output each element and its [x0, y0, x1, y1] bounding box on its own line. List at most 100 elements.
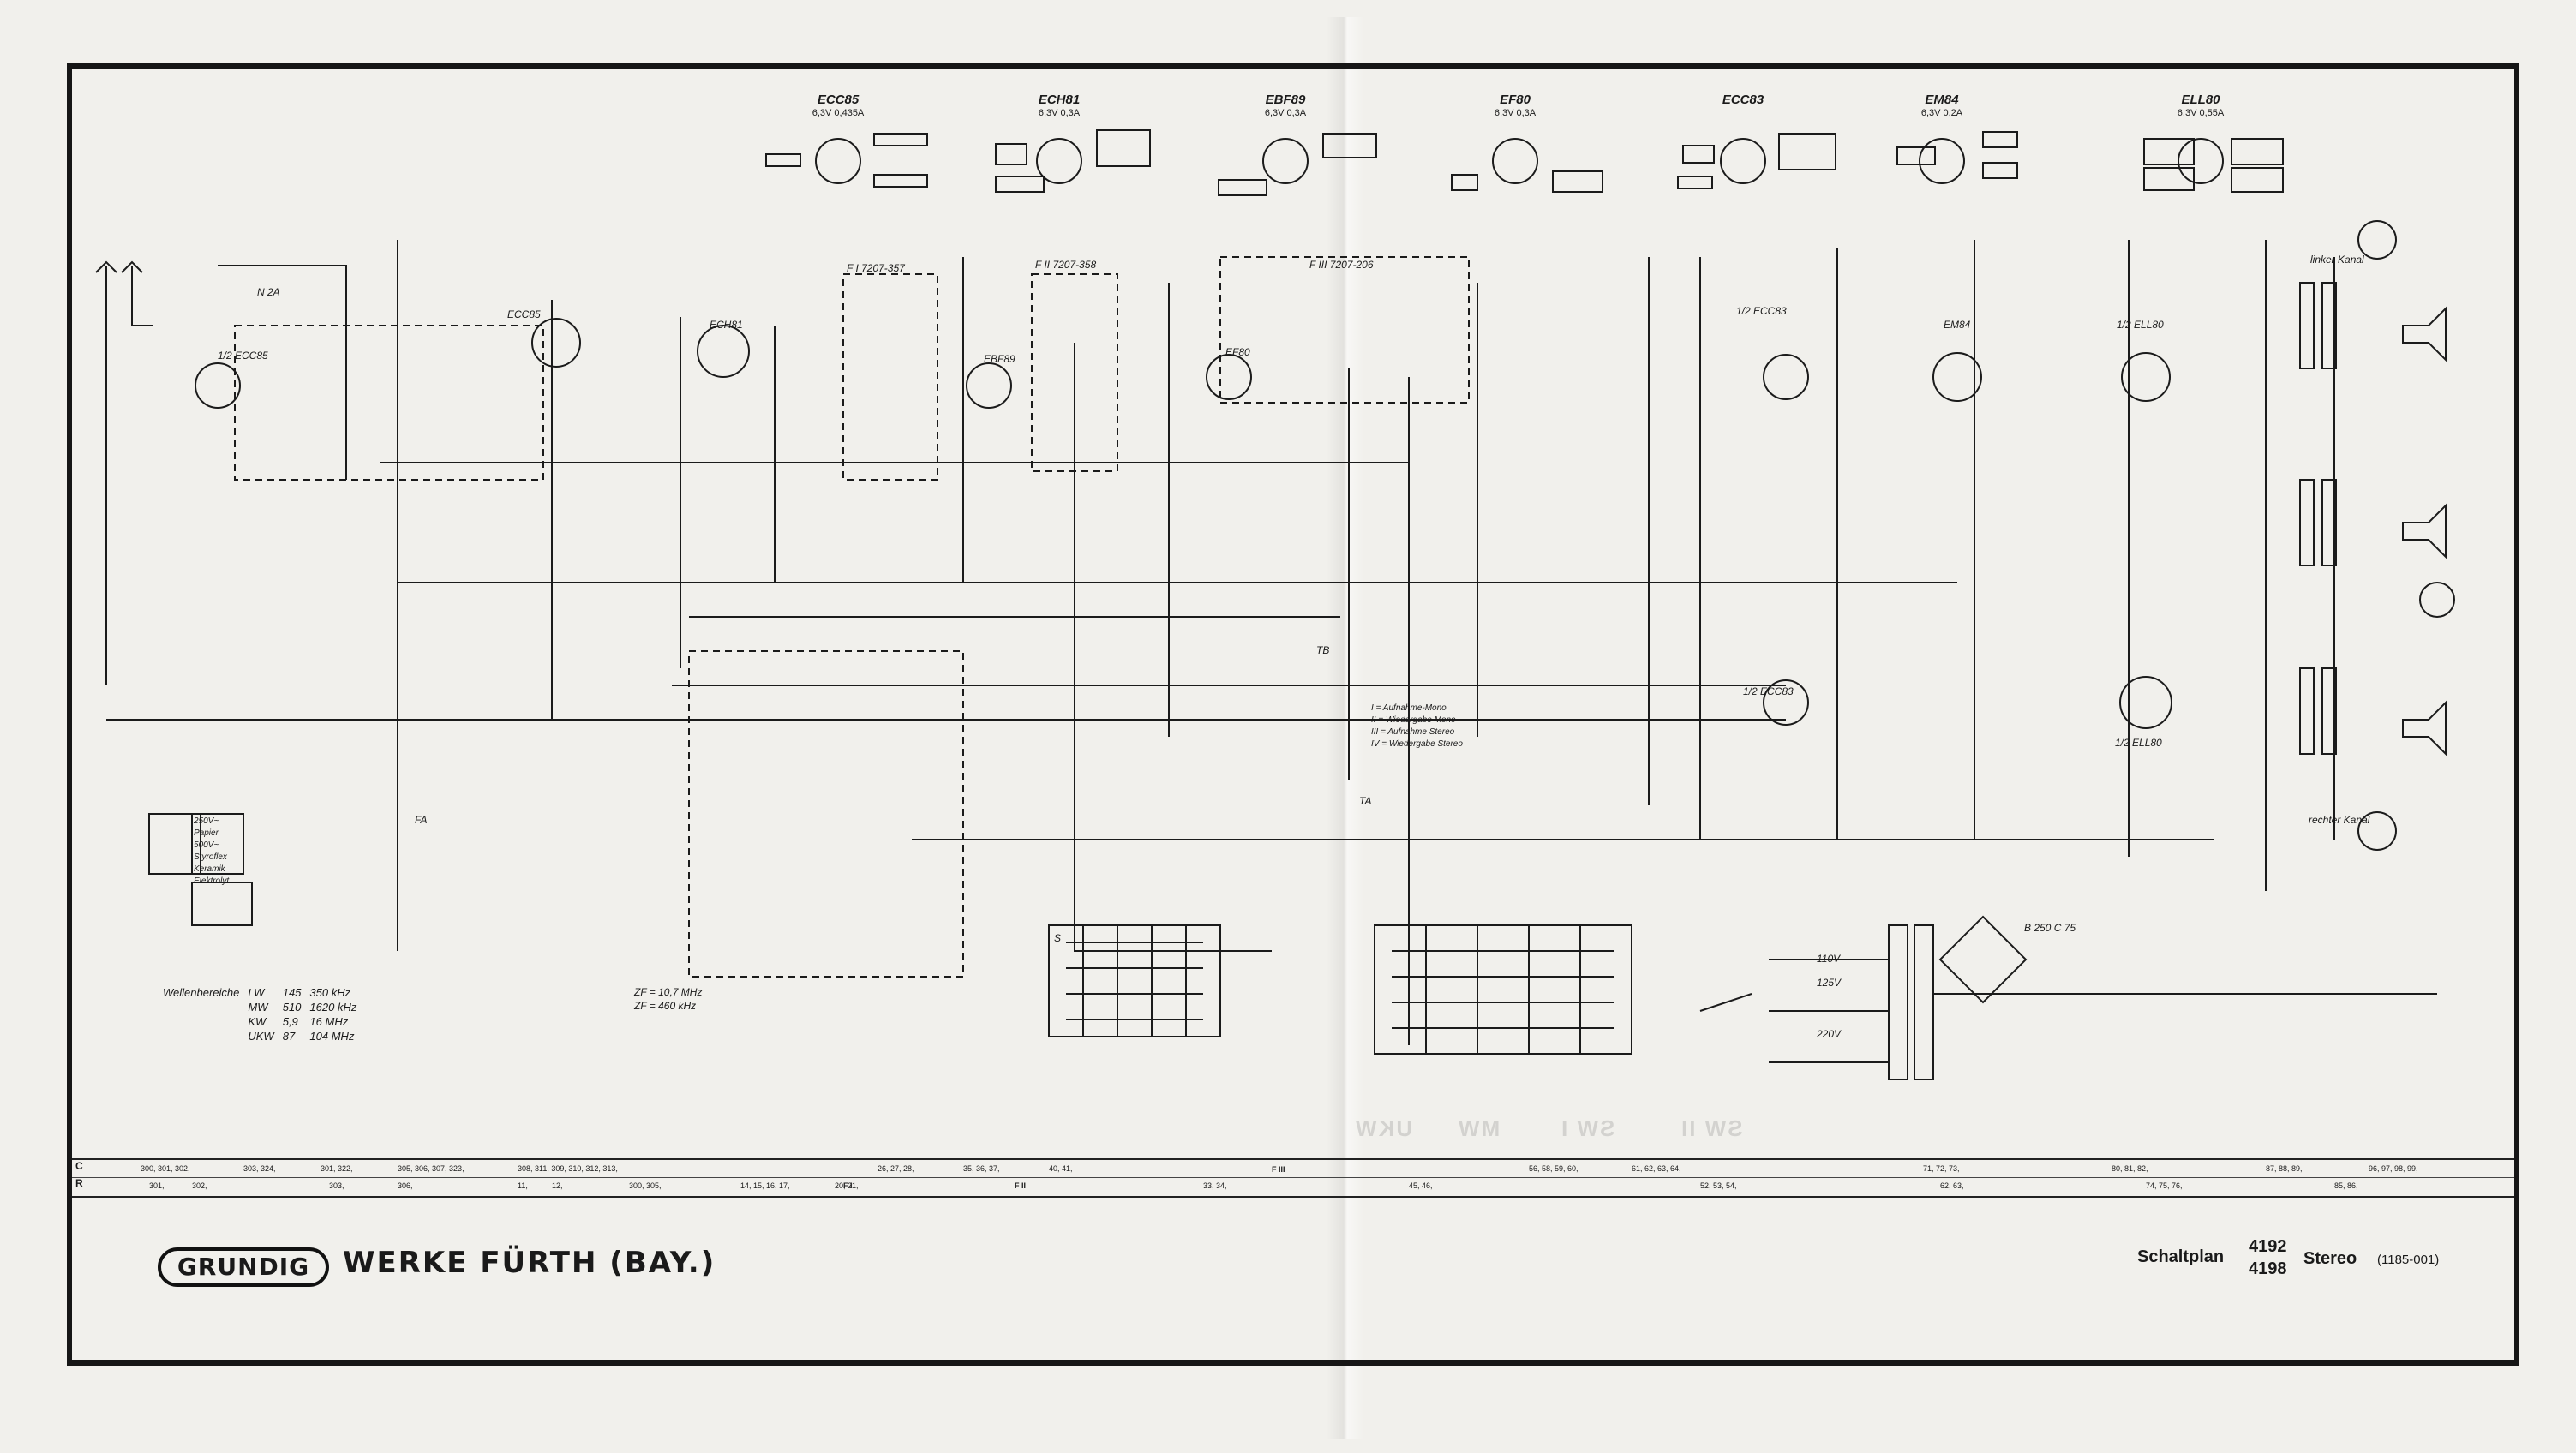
strip-cell: 14, 15, 16, 17,	[740, 1181, 790, 1190]
strip-cell: 302,	[192, 1181, 207, 1190]
band-to: 104 MHz	[309, 1030, 355, 1043]
tube-label: 1/2 ECC83	[1743, 685, 1794, 697]
strip-cell: 45, 46,	[1409, 1181, 1433, 1190]
strip-cell: 20, 21,	[835, 1181, 859, 1190]
tube-label: ECH81	[710, 319, 743, 331]
band-name: MW	[248, 1001, 268, 1014]
channel-label: linker Kanal	[2310, 254, 2364, 266]
strip-cell: 303,	[329, 1181, 344, 1190]
paper-fold	[1327, 17, 1364, 1439]
tube-header-title: EM84	[1925, 93, 1959, 107]
strip-cell: 40, 41,	[1049, 1164, 1073, 1173]
mains-label: 220V	[1817, 1028, 1842, 1040]
strip-cell: 300, 305,	[629, 1181, 662, 1190]
if-frequency: ZF = 10,7 MHz	[634, 986, 703, 998]
tube-header-title: ECH81	[1038, 93, 1081, 107]
strip-cell: 301,	[149, 1181, 165, 1190]
legend-item: Keramik	[194, 864, 225, 874]
strip-cell: 308, 311, 309, 310, 312, 313,	[518, 1164, 618, 1173]
filter-label: F II 7207-358	[1035, 259, 1097, 271]
plan-label: Schaltplan	[2137, 1247, 2225, 1266]
band-from: 5,9	[282, 1015, 298, 1028]
tube-header-title: EF80	[1500, 93, 1531, 107]
strip-row-r: R 301, 302, 303, 306, 11, 12, 300, 305, …	[72, 1165, 2514, 1194]
tube-header-heater: 6,3V 0,55A	[2177, 108, 2225, 118]
output-stage	[2299, 220, 2455, 851]
tube-header-heater: 6,3V 0,2A	[1920, 108, 1963, 118]
legend-item: Styroflex	[194, 852, 227, 862]
strip-cell: 26, 27, 28,	[878, 1164, 914, 1173]
strip-row-label: C	[75, 1160, 83, 1172]
tube-label: 1/2 ECC85	[218, 350, 268, 362]
tube-header-title: EBF89	[1265, 93, 1306, 107]
model-number: 4192	[2249, 1237, 2287, 1256]
connector-label: FA	[415, 814, 428, 826]
legend-item: IV = Wiedergabe Stereo	[1371, 739, 1463, 749]
strip-cell: 303, 324,	[243, 1164, 276, 1173]
capacitor-type-legend: 250V~ Papier 500V~ Styroflex Keramik Ele…	[194, 816, 229, 888]
connector-label: TB	[1316, 644, 1330, 656]
strip-cell: 80, 81, 82,	[2112, 1164, 2148, 1173]
strip-cell: 33, 34,	[1203, 1181, 1227, 1190]
strip-cell: 56, 58, 59, 60,	[1529, 1164, 1579, 1173]
schematic-tubes	[195, 318, 2172, 729]
grundig-logo: GRUNDIG	[158, 1247, 329, 1287]
band-to: 1620 kHz	[309, 1001, 357, 1014]
strip-cell: 85, 86,	[2334, 1181, 2358, 1190]
tube-label: EF80	[1225, 346, 1250, 358]
legend-item: Elektrolyt	[194, 876, 230, 886]
filter-label: F I 7207-357	[847, 262, 905, 274]
tube-label: EM84	[1944, 319, 1971, 331]
band-name: LW	[248, 986, 265, 999]
legend-item: I = Aufnahme-Mono	[1371, 703, 1447, 713]
tube-header-heater: 6,3V 0,3A	[1494, 108, 1537, 118]
connector-label: TA	[1359, 795, 1372, 807]
legend-item: III = Aufnahme Stereo	[1371, 727, 1455, 737]
band-to: 350 kHz	[309, 986, 351, 999]
strip-cell: 71, 72, 73,	[1923, 1164, 1960, 1173]
strip-cell: 87, 88, 89,	[2266, 1164, 2303, 1173]
stereo-label: Stereo	[2303, 1249, 2357, 1268]
company-name: WERKE FÜRTH (BAY.)	[343, 1246, 716, 1280]
strip-cell: 62, 63,	[1940, 1181, 1964, 1190]
tube-header-title: ECC83	[1722, 93, 1764, 107]
mains-label: 110V	[1817, 953, 1841, 965]
circuit-schematic	[95, 129, 2455, 1080]
filter-label: F III 7207-206	[1309, 259, 1374, 271]
band-switch-matrix	[1048, 924, 1632, 1055]
legend-item: Papier	[194, 828, 219, 838]
legend-item: 500V~	[194, 840, 219, 850]
strip-section-label: F I	[843, 1181, 853, 1190]
strip-cell: 35, 36, 37,	[963, 1164, 1000, 1173]
tube-label: ECC85	[507, 308, 541, 320]
capacitor-legend	[148, 813, 253, 926]
wave-range-title: Wellenbereiche	[163, 986, 240, 999]
if-frequency-block: ZF = 10,7 MHz ZF = 460 kHz	[634, 985, 702, 1013]
strip-cell: 61, 62, 63, 64,	[1632, 1164, 1681, 1173]
strip-cell: 306,	[398, 1181, 413, 1190]
tube-header-heater: 6,3V 0,3A	[1038, 108, 1081, 118]
plan-code: (1185-001)	[2377, 1253, 2440, 1267]
strip-cell: 96, 97, 98, 99,	[2369, 1164, 2418, 1173]
strip-row-c: C 300, 301, 302, 303, 324, 301, 322, 305…	[72, 1160, 2514, 1178]
strip-cell: 11,	[518, 1181, 528, 1190]
band-name: UKW	[248, 1030, 274, 1043]
strip-cell: 74, 75, 76,	[2146, 1181, 2183, 1190]
drawing-frame	[67, 63, 2519, 1366]
rectifier-label: B 250 C 75	[2024, 922, 2076, 934]
strip-section-label: F II	[1015, 1181, 1026, 1190]
strip-section-label: F III	[1272, 1165, 1285, 1174]
tube-header-heater: 6,3V 0,435A	[812, 108, 865, 118]
band-from: 510	[282, 1001, 302, 1014]
tube-label: 1/2 ELL80	[2115, 737, 2162, 749]
if-frequency: ZF = 460 kHz	[634, 1000, 697, 1012]
band-from: 87	[282, 1030, 296, 1043]
band-to: 16 MHz	[309, 1015, 349, 1028]
strip-cell: 305, 306, 307, 323,	[398, 1164, 464, 1173]
strip-row-label: R	[75, 1177, 83, 1189]
fuse-label: N 2A	[257, 286, 280, 298]
tube-header-title: ECC85	[817, 93, 860, 107]
band-from: 145	[282, 986, 302, 999]
power-supply	[1699, 915, 2437, 1080]
